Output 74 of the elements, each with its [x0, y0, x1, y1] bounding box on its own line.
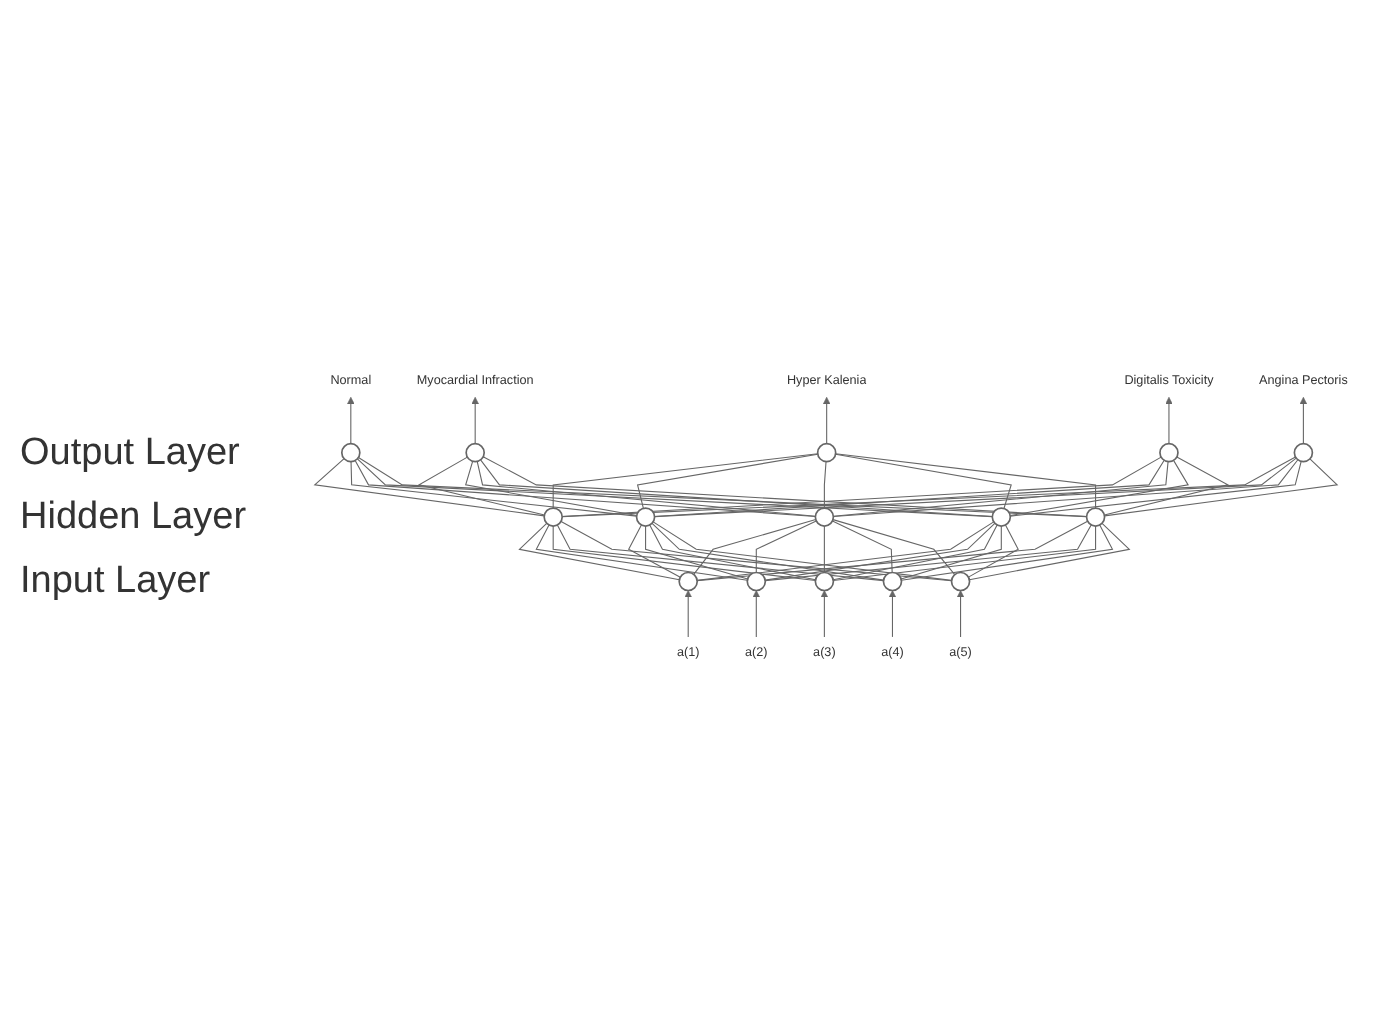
connector — [822, 462, 826, 510]
connector — [534, 525, 747, 582]
node-circle — [813, 572, 834, 593]
connector — [831, 525, 997, 582]
connector — [763, 523, 995, 582]
connector — [475, 461, 815, 518]
node-circle — [881, 572, 902, 593]
arrow — [821, 397, 830, 446]
connector — [353, 460, 815, 518]
connector — [555, 525, 884, 583]
layer-label: Output Layer — [20, 431, 240, 476]
node-circle — [677, 572, 698, 593]
arrow — [470, 397, 478, 446]
connector — [831, 526, 1096, 582]
connector — [899, 526, 1001, 581]
connector — [349, 462, 637, 518]
arrow — [751, 591, 759, 639]
connector — [831, 461, 1168, 518]
connector — [754, 521, 816, 574]
connector — [834, 454, 1011, 510]
connector — [517, 523, 679, 582]
node-circle — [1292, 443, 1313, 464]
connector — [1008, 460, 1188, 517]
node-circle — [634, 508, 655, 528]
connector — [966, 525, 1018, 579]
connector — [822, 526, 824, 574]
node-circle — [1084, 508, 1105, 528]
connector — [626, 525, 680, 579]
node-circle — [745, 572, 766, 593]
connector — [356, 457, 1087, 519]
connector — [551, 526, 815, 582]
node-circle — [542, 508, 563, 528]
connector — [635, 454, 818, 510]
connector — [899, 525, 1113, 582]
arrow — [887, 591, 896, 639]
node-circle — [949, 572, 970, 593]
connector — [355, 459, 992, 519]
connector — [692, 519, 816, 576]
connector — [416, 457, 544, 517]
layer-label: Input Layer — [20, 560, 211, 605]
connector — [651, 522, 952, 582]
connector — [1008, 461, 1301, 518]
node-circle — [813, 508, 834, 528]
arrow — [1164, 397, 1172, 446]
connector — [464, 461, 637, 517]
connector — [831, 460, 1298, 518]
arrow — [819, 591, 828, 639]
node-circle — [339, 443, 360, 464]
connector — [559, 521, 952, 583]
connector — [551, 454, 818, 510]
connector — [967, 523, 1130, 582]
node-circle — [464, 443, 485, 464]
connector — [1102, 457, 1229, 517]
layer-label: Hidden Layer — [20, 495, 247, 540]
connector — [1102, 459, 1338, 518]
connector — [312, 459, 544, 518]
connector — [831, 520, 955, 577]
connector — [695, 521, 1088, 583]
connector — [644, 526, 748, 581]
connector — [834, 454, 1096, 510]
connector — [481, 457, 1087, 518]
connector — [763, 525, 1091, 583]
arrow — [955, 591, 964, 639]
connector — [479, 460, 992, 518]
arrow — [1298, 397, 1307, 446]
connector — [830, 521, 892, 574]
arrow — [346, 397, 354, 446]
node-circle — [1158, 443, 1178, 464]
connector — [648, 525, 816, 582]
node-circle — [815, 443, 836, 464]
connector — [695, 522, 994, 582]
connector — [650, 523, 884, 582]
arrow — [683, 591, 691, 639]
node-circle — [990, 508, 1011, 528]
